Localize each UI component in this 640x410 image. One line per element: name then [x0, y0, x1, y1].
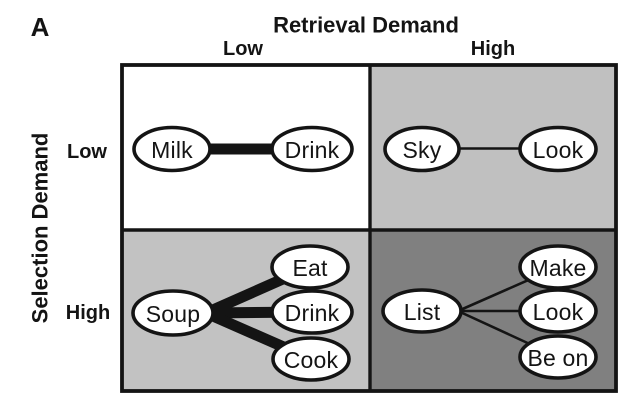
node-ellipse [518, 125, 598, 173]
node-label: Soup [146, 301, 201, 327]
node-soup: Soup [131, 289, 215, 337]
node-ellipse [518, 244, 598, 290]
node-make: Make [518, 244, 598, 290]
node-label: Drink [285, 300, 340, 326]
grid-outer-border [120, 63, 618, 393]
node-label: Eat [292, 255, 328, 281]
node-label: Milk [151, 137, 193, 163]
node-ellipse [518, 334, 598, 380]
node-ellipse [270, 244, 350, 290]
node-eat: Eat [270, 244, 350, 290]
node-look-bottomright: Look [518, 288, 598, 334]
node-ellipse [131, 289, 215, 337]
node-label: Sky [403, 137, 442, 163]
node-cook: Cook [271, 336, 351, 382]
node-ellipse [383, 125, 461, 173]
node-label: Look [533, 137, 584, 163]
node-label: Look [533, 299, 584, 325]
node-beon: Be on [518, 334, 598, 380]
node-ellipse [270, 125, 354, 173]
node-ellipse [381, 288, 463, 334]
column-header-low: Low [223, 38, 263, 60]
node-ellipse [518, 288, 598, 334]
node-label: Make [529, 255, 586, 281]
node-label: Cook [284, 347, 339, 373]
row-header-low: Low [67, 141, 107, 163]
node-drink-topleft: Drink [270, 125, 354, 173]
panel-label: A [31, 12, 50, 42]
node-label: Drink [285, 137, 340, 163]
node-drink-bottomleft: Drink [270, 289, 354, 335]
node-ellipse [270, 289, 354, 335]
node-ellipse [271, 336, 351, 382]
retrieval-demand-axis-title: Retrieval Demand [273, 13, 459, 38]
node-ellipse [132, 125, 212, 173]
node-milk: Milk [132, 125, 212, 173]
node-look-topright: Look [518, 125, 598, 173]
node-sky: Sky [383, 125, 461, 173]
node-list: List [381, 288, 463, 334]
column-header-high: High [471, 38, 515, 60]
node-label: List [404, 299, 441, 325]
row-header-high: High [66, 302, 110, 324]
node-label: Be on [527, 345, 588, 371]
selection-demand-axis-title: Selection Demand [28, 133, 53, 324]
